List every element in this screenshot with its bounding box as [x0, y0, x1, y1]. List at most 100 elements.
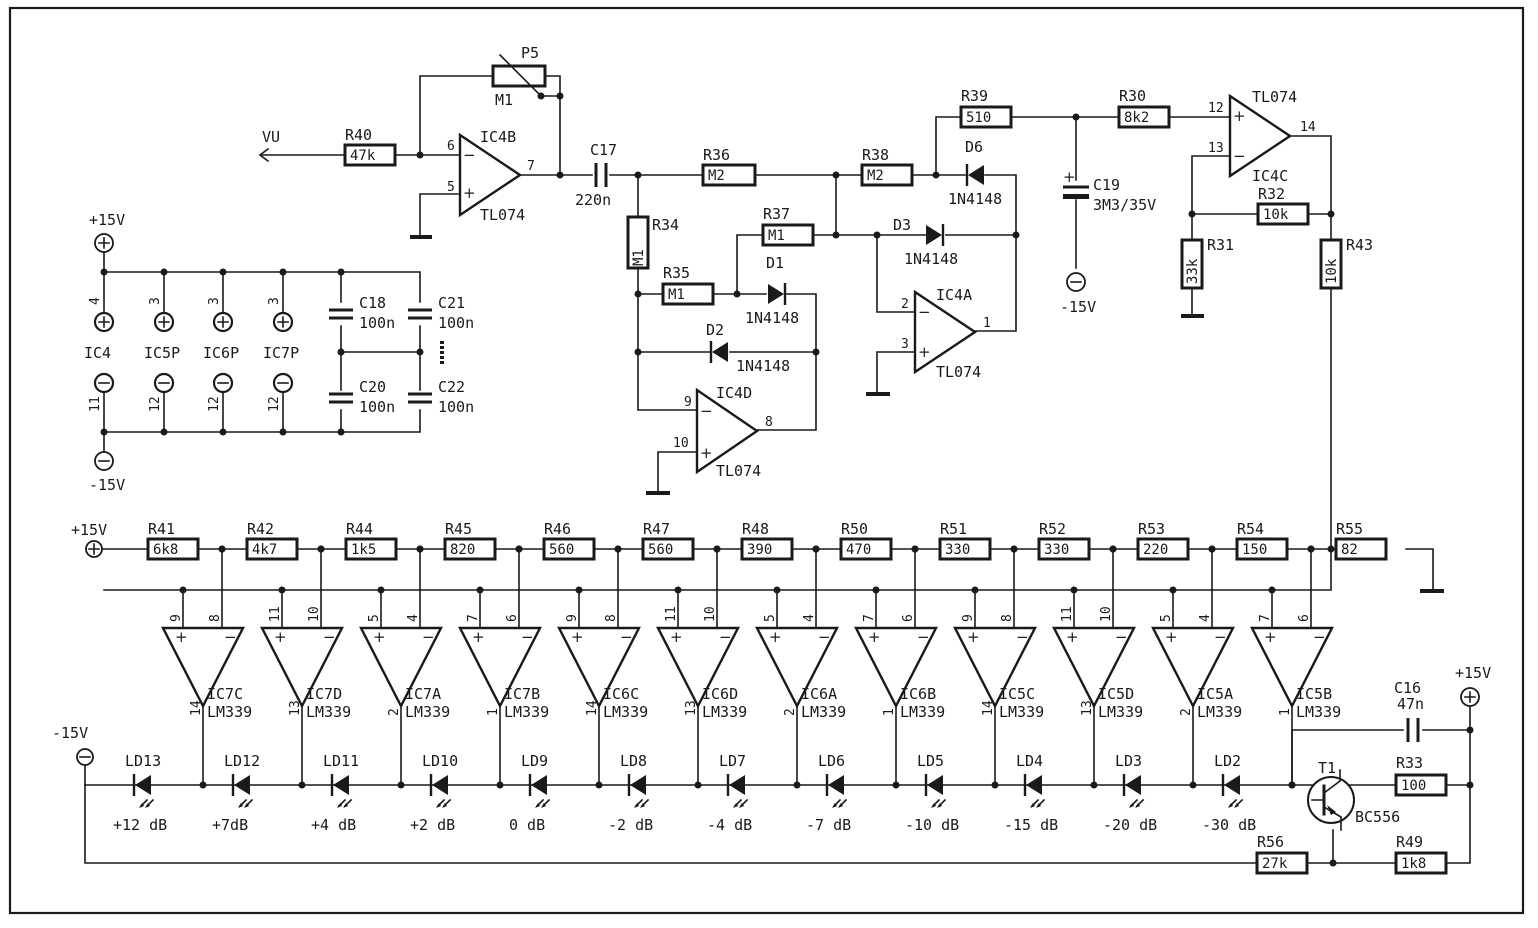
arrow-heads — [436, 803, 447, 808]
resistor-body — [1235, 537, 1289, 561]
pin-plus: 5 — [1159, 614, 1174, 622]
resistor-ref: R52 — [1039, 520, 1066, 538]
junction-dot — [1010, 545, 1018, 553]
pin-plus: 9 — [169, 614, 184, 622]
junction-dot — [377, 586, 385, 594]
ic4d-pin-minus: 9 — [684, 395, 692, 410]
resistor-ref: R41 — [148, 520, 175, 538]
ic4a-minus: − — [918, 303, 931, 321]
plus-mark — [217, 316, 229, 328]
comparator-minus: − — [917, 628, 930, 646]
junction-dot — [1070, 586, 1078, 594]
led-triangle — [432, 775, 448, 795]
comparator-ref: IC5B — [1296, 685, 1332, 703]
cap-val: 100n — [438, 314, 474, 332]
led-ref: LD2 — [1214, 752, 1241, 770]
comparator-plus: + — [274, 628, 287, 646]
cap-c18: C18 100n — [329, 294, 395, 332]
led-icon — [924, 774, 947, 808]
r38-ref: R38 — [862, 146, 889, 164]
cap-val: 100n — [359, 314, 395, 332]
comparator-type: LM339 — [504, 703, 549, 721]
dash — [440, 341, 444, 344]
pin-minus: 8 — [604, 614, 619, 622]
led-icon — [825, 774, 848, 808]
pin-plus: 9 — [961, 614, 976, 622]
ic4c-plus: + — [1233, 107, 1246, 125]
pin-minus: 6 — [1297, 614, 1312, 622]
cap-ref: C20 — [359, 378, 386, 396]
supply-neg-label: -15V — [89, 476, 125, 494]
led-icon — [330, 774, 353, 808]
comparator-plus: + — [571, 628, 584, 646]
comparator-minus: − — [1313, 628, 1326, 646]
led-db: +2 dB — [410, 816, 455, 834]
junction-dot — [179, 586, 187, 594]
led-ref: LD3 — [1115, 752, 1142, 770]
pin-out: 2 — [783, 708, 798, 716]
ic4c-ref: IC4C — [1252, 167, 1288, 185]
resistor-body — [1136, 537, 1190, 561]
comparator-triangle — [161, 626, 245, 709]
comparator-type: LM339 — [702, 703, 747, 721]
resistor-val: 470 — [846, 542, 871, 558]
comparator-minus: − — [719, 628, 732, 646]
led-db: -7 dB — [806, 816, 851, 834]
r33-body — [1394, 773, 1448, 797]
c17-ref: C17 — [590, 141, 617, 159]
led-triangle — [1026, 775, 1042, 795]
comparator-type: LM339 — [999, 703, 1044, 721]
resistor-body — [146, 537, 200, 561]
c16-val: 47n — [1397, 695, 1424, 713]
resistor-ref: R45 — [445, 520, 472, 538]
comparator-plus: + — [472, 628, 485, 646]
cap-plates — [408, 392, 432, 404]
comparator-minus: − — [224, 628, 237, 646]
arrow-heads — [634, 803, 645, 808]
ic4c-pin-plus: 12 — [1208, 101, 1224, 116]
r32-val: 10k — [1263, 207, 1289, 223]
led-ref: LD5 — [917, 752, 944, 770]
comparator-type: LM339 — [1296, 703, 1341, 721]
led-db: +4 dB — [311, 816, 356, 834]
dashed-separator — [440, 341, 444, 364]
d3-diode — [926, 224, 945, 246]
pin-out: 14 — [189, 700, 204, 716]
resistor-val: 330 — [1044, 542, 1069, 558]
pin-out: 14 — [981, 700, 996, 716]
dash — [440, 356, 444, 359]
pin-out: 1 — [882, 708, 897, 716]
c19-plus: + — [1063, 168, 1076, 186]
resistor-ref: R53 — [1138, 520, 1165, 538]
comparator-ref: IC6C — [603, 685, 639, 703]
r38-val: M2 — [867, 168, 884, 184]
comparator-ref: IC7D — [306, 685, 342, 703]
comparator-type: LM339 — [801, 703, 846, 721]
junction-dot — [476, 586, 484, 594]
resistor-ref: R54 — [1237, 520, 1264, 538]
resistor-body — [245, 537, 299, 561]
r36-body — [701, 163, 757, 187]
comparator-triangle — [656, 626, 740, 709]
d6-type: 1N4148 — [948, 190, 1002, 208]
arrow-heads — [931, 803, 942, 808]
ic4c-pin-out: 14 — [1300, 120, 1316, 135]
pin-plus: 11 — [268, 606, 283, 622]
comparator-triangle — [755, 626, 839, 709]
cap-ref: C18 — [359, 294, 386, 312]
supply-ic-pos-pin: 3 — [267, 297, 282, 305]
t1-ref: T1 — [1318, 759, 1336, 777]
resistor-ref: R47 — [643, 520, 670, 538]
arrow-heads — [238, 803, 249, 808]
pin-plus: 5 — [367, 614, 382, 622]
